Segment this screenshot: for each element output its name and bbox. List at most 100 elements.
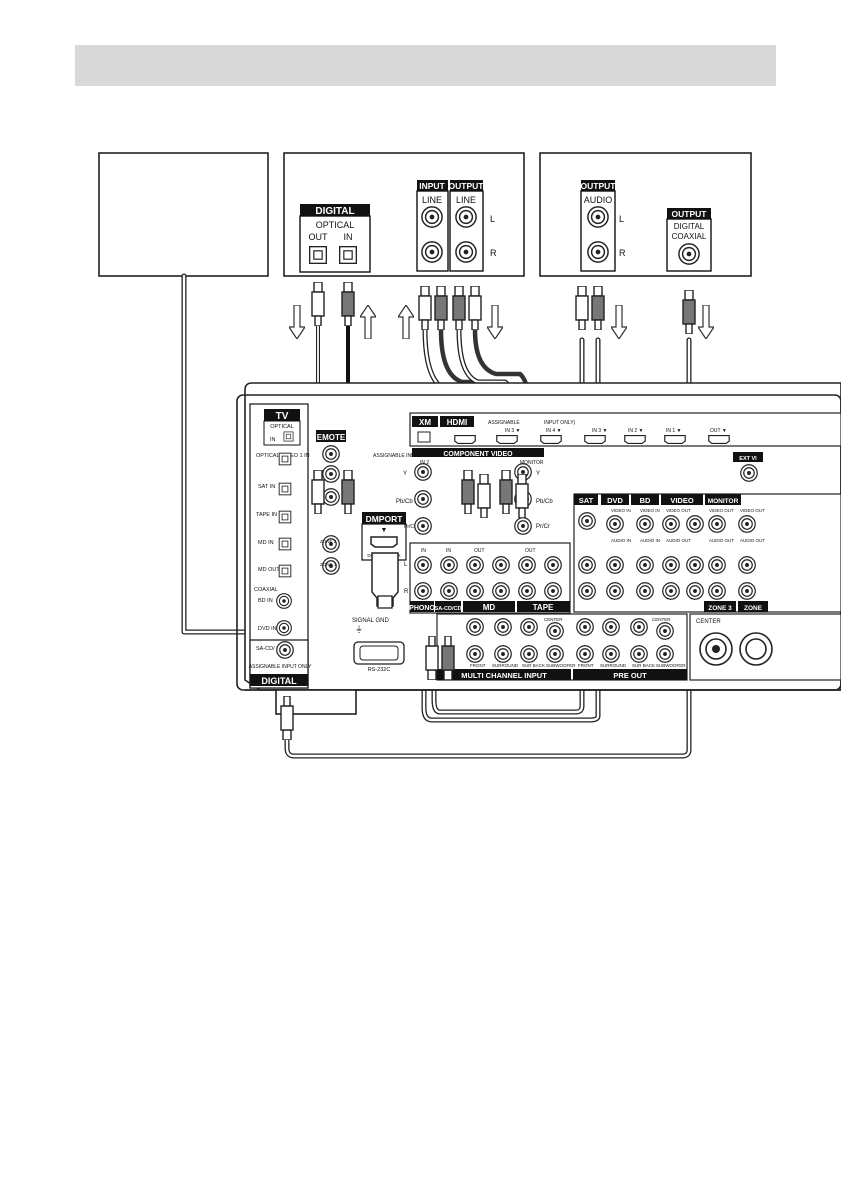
svg-text:AUDIO OUT: AUDIO OUT [709,538,734,543]
svg-text:MD IN: MD IN [258,540,274,546]
svg-text:FRONT: FRONT [578,663,594,668]
svg-text:OUTPUT: OUTPUT [672,209,708,219]
svg-text:Y: Y [403,471,407,477]
svg-text:Pb/Cb: Pb/Cb [536,499,553,505]
svg-text:R: R [490,248,497,258]
device-box-cd [540,153,751,276]
svg-text:Y: Y [536,471,540,477]
svg-text:ZONE: ZONE [744,605,763,612]
signal-arrow-down-icon [611,305,627,339]
svg-text:MD OUT: MD OUT [258,567,280,573]
svg-text:IN: IN [270,437,276,443]
svg-text:INPUT: INPUT [419,181,445,191]
svg-text:OUT: OUT [309,232,329,242]
svg-text:INPUT ONLY): INPUT ONLY) [544,420,576,426]
svg-text:IN 4 ▼: IN 4 ▼ [546,428,562,434]
svg-text:Pb/Cb: Pb/Cb [396,499,413,505]
svg-text:DIGITAL: DIGITAL [674,222,705,231]
signal-arrow-down-icon [698,305,714,339]
svg-text:AUDIO: AUDIO [584,195,613,205]
svg-text:DIGITAL: DIGITAL [261,676,297,686]
svg-text:IN 3 ▼: IN 3 ▼ [505,428,521,434]
svg-text:BD IN: BD IN [258,598,273,604]
svg-text:SIGNAL GND: SIGNAL GND [352,618,389,624]
svg-text:CENTER: CENTER [696,619,721,625]
svg-text:Pr/Cr: Pr/Cr [404,524,416,530]
svg-text:DVD: DVD [607,496,623,505]
svg-text:MD: MD [483,603,496,612]
svg-text:TAPE IN: TAPE IN [256,512,277,518]
svg-text:COMPONENT VIDEO: COMPONENT VIDEO [443,451,513,458]
svg-text:OUT: OUT [474,548,485,554]
svg-text:OUTPUT: OUTPUT [449,181,485,191]
signal-arrow-down-icon [289,305,305,339]
svg-text:SAT: SAT [579,496,594,505]
device-box-tv [99,153,268,276]
svg-text:MONITOR: MONITOR [708,498,739,505]
svg-text:AUDIO OUT: AUDIO OUT [666,538,691,543]
svg-text:VIDEO IN: VIDEO IN [611,508,631,513]
svg-text:▼: ▼ [381,527,388,534]
svg-text:IN: IN [421,548,426,554]
svg-text:IN: IN [446,548,451,554]
svg-text:L: L [490,214,495,224]
md-optical-out-jack [310,247,327,264]
svg-text:PRE OUT: PRE OUT [613,671,647,680]
svg-text:SUBWOOFER: SUBWOOFER [656,663,686,668]
svg-text:ZONE 2: ZONE 2 [320,539,337,544]
svg-text:SUR BACK: SUR BACK [522,663,545,668]
svg-text:COAXIAL: COAXIAL [254,587,278,593]
svg-text:VIDEO IN: VIDEO IN [640,508,660,513]
svg-text:MULTI CHANNEL INPUT: MULTI CHANNEL INPUT [461,671,547,680]
svg-text:OUTPUT: OUTPUT [581,181,617,191]
svg-text:EXT VI: EXT VI [739,456,757,462]
svg-text:EMOTE: EMOTE [317,433,346,442]
svg-text:IN 2 ▼: IN 2 ▼ [628,428,644,434]
svg-text:AUDIO OUT: AUDIO OUT [740,538,765,543]
svg-text:OUT: OUT [525,548,536,554]
svg-text:ASSIGNABLE INPUT ONLY: ASSIGNABLE INPUT ONLY [249,664,312,670]
receiver-rear-panel: TV OPTICAL IN OPTICAL VIDEO 1 IN SAT IN … [237,383,841,714]
svg-text:R: R [404,589,409,595]
svg-text:CENTER: CENTER [652,617,671,622]
svg-text:IN: IN [344,232,353,242]
svg-text:SAT IN: SAT IN [258,484,275,490]
svg-text:ASSIGNABLE: ASSIGNABLE [488,420,520,426]
svg-text:XM: XM [419,418,431,427]
svg-text:⏚: ⏚ [355,625,363,634]
svg-text:DVD IN: DVD IN [258,626,277,632]
signal-arrow-up-icon [360,305,376,339]
svg-text:OPTICAL: OPTICAL [316,220,355,230]
svg-text:SURROUND: SURROUND [492,663,519,668]
svg-text:BD: BD [640,496,651,505]
svg-text:AUDIO IN: AUDIO IN [611,538,631,543]
svg-text:PHONO: PHONO [409,605,435,612]
md-optical-in-jack [340,247,357,264]
svg-text:VIDEO OUT: VIDEO OUT [666,508,691,513]
svg-text:SURROUND: SURROUND [600,663,627,668]
svg-text:LINE: LINE [456,195,476,205]
signal-arrow-up-icon [398,305,414,339]
svg-text:SUR BACK: SUR BACK [632,663,655,668]
svg-text:IN 3 ▼: IN 3 ▼ [592,428,608,434]
svg-text:ZONE 3: ZONE 3 [708,605,732,612]
svg-text:SA-CD/CD: SA-CD/CD [435,606,462,612]
md-digital-panel: DIGITAL OPTICAL OUT IN [300,204,370,272]
svg-text:L: L [619,214,624,224]
svg-text:OUT ▼: OUT ▼ [710,428,727,434]
svg-text:ZONE 1: ZONE 1 [320,562,337,567]
svg-text:VIDEO: VIDEO [670,496,694,505]
svg-text:OPTICAL: OPTICAL [270,424,294,430]
svg-text:DMPORT: DMPORT [366,514,404,524]
signal-arrow-down-icon [487,305,503,339]
svg-text:COAXIAL: COAXIAL [672,232,707,241]
svg-text:VIDEO OUT: VIDEO OUT [709,508,734,513]
svg-text:RS-232C: RS-232C [368,667,391,673]
svg-text:TAPE: TAPE [533,603,554,612]
svg-text:Pr/Cr: Pr/Cr [536,524,550,530]
svg-text:HDMI: HDMI [447,418,467,427]
svg-text:CENTER: CENTER [544,617,563,622]
svg-text:R: R [619,248,626,258]
svg-text:IN 1 ▼: IN 1 ▼ [666,428,682,434]
